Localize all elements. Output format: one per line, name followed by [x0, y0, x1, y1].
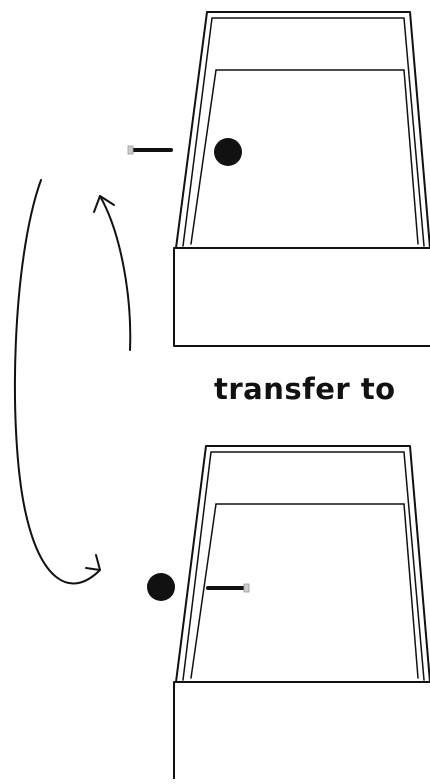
marker-bottom-icon [147, 573, 175, 601]
caption-transfer-to: transfer to [214, 372, 396, 406]
box-bottom [173, 445, 430, 781]
marker-top-icon [214, 138, 242, 166]
screw-top-icon [127, 145, 173, 155]
screw-bottom-icon [206, 583, 250, 593]
curved-double-arrow-icon [13, 179, 132, 585]
box-top [173, 11, 430, 347]
